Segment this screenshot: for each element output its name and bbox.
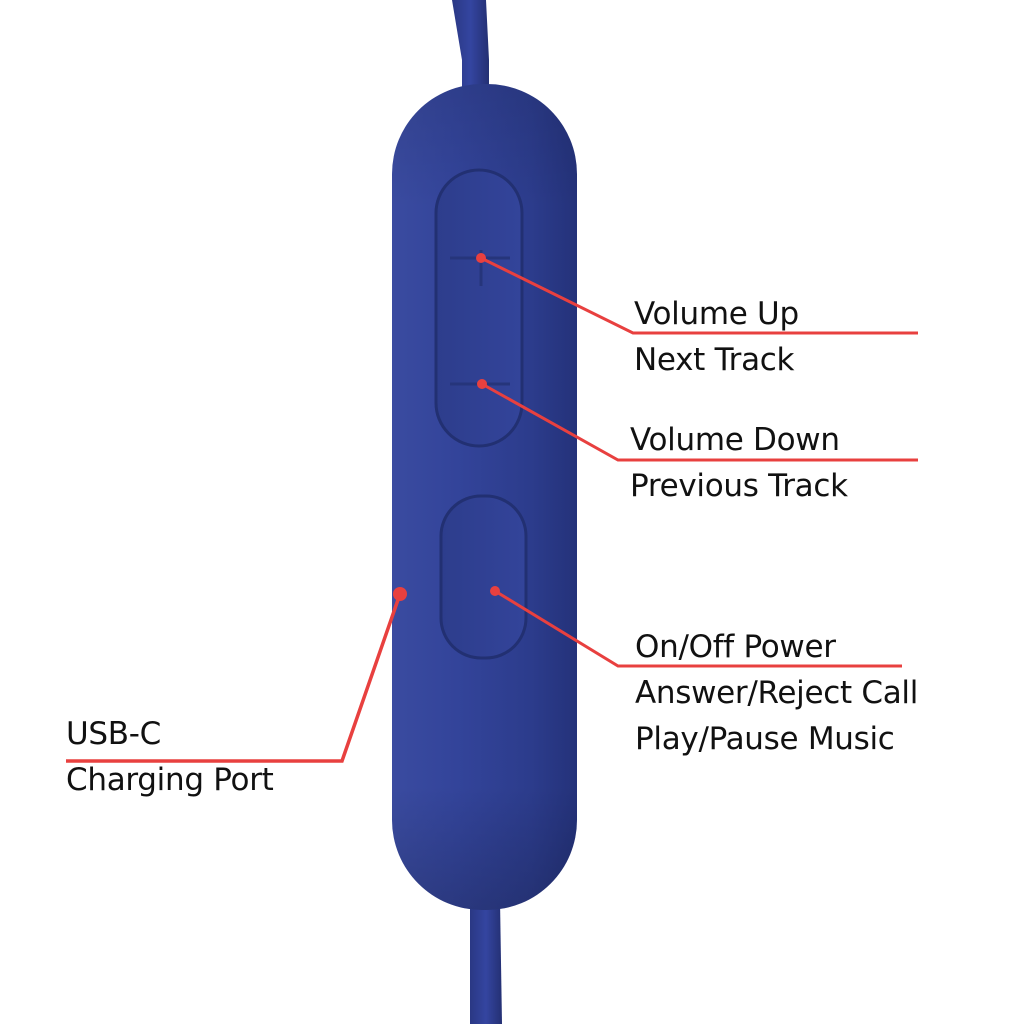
previous-track-text: Previous Track [630,468,848,504]
answer-call-text: Answer/Reject Call [635,675,919,711]
usb-c-text: USB-C [66,716,161,752]
callout-power [490,586,902,668]
next-track-text: Next Track [634,342,795,378]
charging-port-text: Charging Port [66,762,274,798]
callout-usb [66,587,407,763]
bottom-cable [470,900,502,1024]
callout-volume-down [477,379,918,462]
volume-up-text: Volume Up [634,296,799,332]
volume-rocker-button[interactable] [434,168,524,448]
volume-down-label: Volume Down Previous Track [630,417,848,509]
callout-volume-up [476,253,918,335]
volume-up-label: Volume Up Next Track [634,291,799,383]
top-cable [452,0,489,96]
usb-label: USB-C Charging Port [66,711,274,803]
play-pause-text: Play/Pause Music [635,721,895,757]
multifunction-button[interactable] [439,494,528,660]
power-label: On/Off Power Answer/Reject Call Play/Pau… [635,624,918,762]
volume-down-text: Volume Down [630,422,840,458]
power-text: On/Off Power [635,629,836,665]
